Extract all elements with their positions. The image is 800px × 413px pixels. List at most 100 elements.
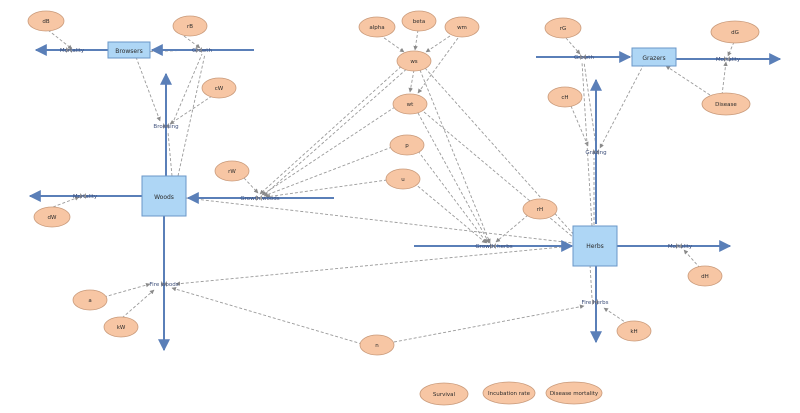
svg-text:Fire woods: Fire woods bbox=[149, 282, 178, 288]
link-wm-wt bbox=[417, 37, 459, 94]
svg-text:kW: kW bbox=[117, 325, 126, 331]
svg-text:Mortality: Mortality bbox=[60, 48, 85, 54]
param-kW[interactable]: kW bbox=[103, 316, 139, 338]
link-n-firewoods bbox=[171, 286, 363, 345]
param-wt[interactable]: wt bbox=[392, 93, 428, 115]
flow-label-fire-woods[interactable]: Fire woods bbox=[149, 281, 179, 288]
link-cW-browsing bbox=[169, 95, 213, 125]
legend-incubation-rate[interactable]: Incubation rate bbox=[482, 381, 536, 405]
svg-text:Incubation rate: Incubation rate bbox=[488, 391, 531, 397]
svg-text:dG: dG bbox=[731, 30, 739, 36]
flow-label-grazers-growth[interactable]: Growth bbox=[574, 54, 594, 61]
param-wm[interactable]: wm bbox=[444, 16, 480, 38]
link-grazing-growth bbox=[583, 61, 597, 147]
link-rH-growthherbs bbox=[495, 214, 529, 243]
svg-text:a: a bbox=[88, 298, 91, 304]
stock-browsers-label: Browsers bbox=[115, 48, 142, 55]
flow-label-browsing[interactable]: Browsing bbox=[153, 123, 179, 130]
param-beta[interactable]: beta bbox=[401, 10, 437, 32]
link-herbs-firewoods bbox=[175, 245, 573, 286]
link-dH-mortality bbox=[683, 249, 701, 269]
link-wt-growthwoods bbox=[261, 106, 396, 196]
link-cH-grazing bbox=[570, 105, 589, 147]
influence-links bbox=[47, 29, 735, 345]
param-dW[interactable]: dW bbox=[33, 206, 71, 228]
param-rB[interactable]: rB bbox=[172, 15, 208, 37]
svg-text:Mortality: Mortality bbox=[73, 194, 98, 200]
flow-label-fire-herbs[interactable]: Fire herbs bbox=[581, 299, 609, 306]
link-herbs-fireherbs bbox=[589, 264, 593, 299]
svg-text:kH: kH bbox=[630, 329, 637, 335]
param-n[interactable]: n bbox=[359, 334, 395, 356]
flow-label-growth-herbs[interactable]: Growth herbs bbox=[475, 243, 513, 250]
legend-survival[interactable]: Survival bbox=[419, 382, 469, 406]
link-ws-growthwoods-1 bbox=[259, 62, 406, 195]
svg-text:Growth herbs: Growth herbs bbox=[475, 244, 512, 250]
svg-text:Grazing: Grazing bbox=[585, 150, 606, 156]
svg-text:Mortality: Mortality bbox=[716, 57, 741, 63]
link-ws-growthwoods-2 bbox=[263, 65, 411, 196]
param-a[interactable]: a bbox=[72, 289, 108, 311]
link-n-fireherbs bbox=[393, 304, 585, 343]
param-disease[interactable]: Disease bbox=[701, 92, 751, 116]
param-rG[interactable]: rG bbox=[544, 17, 582, 39]
svg-text:cW: cW bbox=[215, 86, 224, 92]
param-rW[interactable]: rW bbox=[214, 160, 250, 182]
link-disease-mortality bbox=[721, 61, 728, 96]
flow-label-growth-woods[interactable]: Growth woods bbox=[240, 195, 280, 202]
link-beta-ws bbox=[413, 29, 419, 51]
flow-label-woods-mortality[interactable]: Mortality bbox=[73, 193, 98, 200]
link-browsers-browsing bbox=[135, 56, 161, 122]
flow-label-herbs-mortality[interactable]: Mortality bbox=[668, 243, 693, 250]
svg-text:n: n bbox=[375, 343, 379, 349]
flow-label-browsers-growth[interactable]: Growth bbox=[192, 47, 212, 54]
svg-text:Growth: Growth bbox=[192, 48, 212, 54]
link-dG-mortality bbox=[727, 41, 735, 57]
svg-text:cH: cH bbox=[561, 95, 568, 101]
param-dB[interactable]: dB bbox=[27, 10, 65, 32]
link-kH-fireherbs bbox=[603, 307, 629, 325]
svg-text:Growth: Growth bbox=[574, 55, 594, 61]
param-cW[interactable]: cW bbox=[201, 77, 237, 99]
stock-browsers[interactable]: Browsers bbox=[107, 41, 151, 59]
legend-disease-mortality[interactable]: Disease mortality bbox=[545, 381, 603, 405]
link-ws-growthherbs bbox=[419, 69, 491, 244]
svg-text:ws: ws bbox=[410, 59, 417, 65]
stock-grazers[interactable]: Grazers bbox=[631, 47, 677, 67]
param-dH[interactable]: dH bbox=[687, 265, 723, 287]
svg-text:p: p bbox=[405, 143, 409, 149]
link-wt-growthherbs bbox=[417, 112, 490, 244]
flow-labels: Mortality Growth Browsing Mortality Grow… bbox=[60, 47, 741, 306]
flow-label-grazers-mortality[interactable]: Mortality bbox=[716, 56, 741, 63]
stock-woods[interactable]: Woods bbox=[141, 175, 187, 217]
param-p[interactable]: p bbox=[389, 134, 425, 156]
param-ws[interactable]: ws bbox=[396, 50, 432, 72]
stock-herbs[interactable]: Herbs bbox=[572, 225, 618, 267]
svg-text:Browsing: Browsing bbox=[153, 124, 178, 130]
link-woods-browsing bbox=[167, 131, 173, 177]
stock-grazers-label: Grazers bbox=[642, 55, 665, 62]
param-cH[interactable]: cH bbox=[547, 86, 583, 108]
param-alpha[interactable]: alpha bbox=[358, 16, 396, 38]
link-woods-growth-browsers bbox=[177, 53, 206, 177]
param-dG[interactable]: dG bbox=[710, 20, 760, 44]
param-rH[interactable]: rH bbox=[522, 198, 558, 220]
flow-label-browsers-mortality[interactable]: Mortality bbox=[60, 47, 85, 54]
svg-text:Fire herbs: Fire herbs bbox=[581, 300, 608, 306]
flow-label-grazing[interactable]: Grazing bbox=[585, 149, 607, 156]
link-wt-herbs bbox=[423, 111, 575, 239]
link-herbs-growth-grazers bbox=[581, 61, 593, 227]
stock-woods-label: Woods bbox=[154, 194, 174, 201]
svg-text:rB: rB bbox=[187, 24, 193, 30]
svg-text:rG: rG bbox=[560, 26, 567, 32]
svg-text:dW: dW bbox=[48, 215, 57, 221]
link-u-growthwoods bbox=[265, 179, 388, 199]
link-disease-grazers bbox=[665, 65, 711, 96]
link-dB-mortality bbox=[47, 29, 73, 50]
svg-text:alpha: alpha bbox=[369, 25, 384, 31]
link-ws-wt bbox=[408, 69, 415, 93]
param-kH[interactable]: kH bbox=[616, 320, 652, 342]
param-u[interactable]: u bbox=[385, 168, 421, 190]
link-kW-firewoods bbox=[121, 289, 155, 319]
